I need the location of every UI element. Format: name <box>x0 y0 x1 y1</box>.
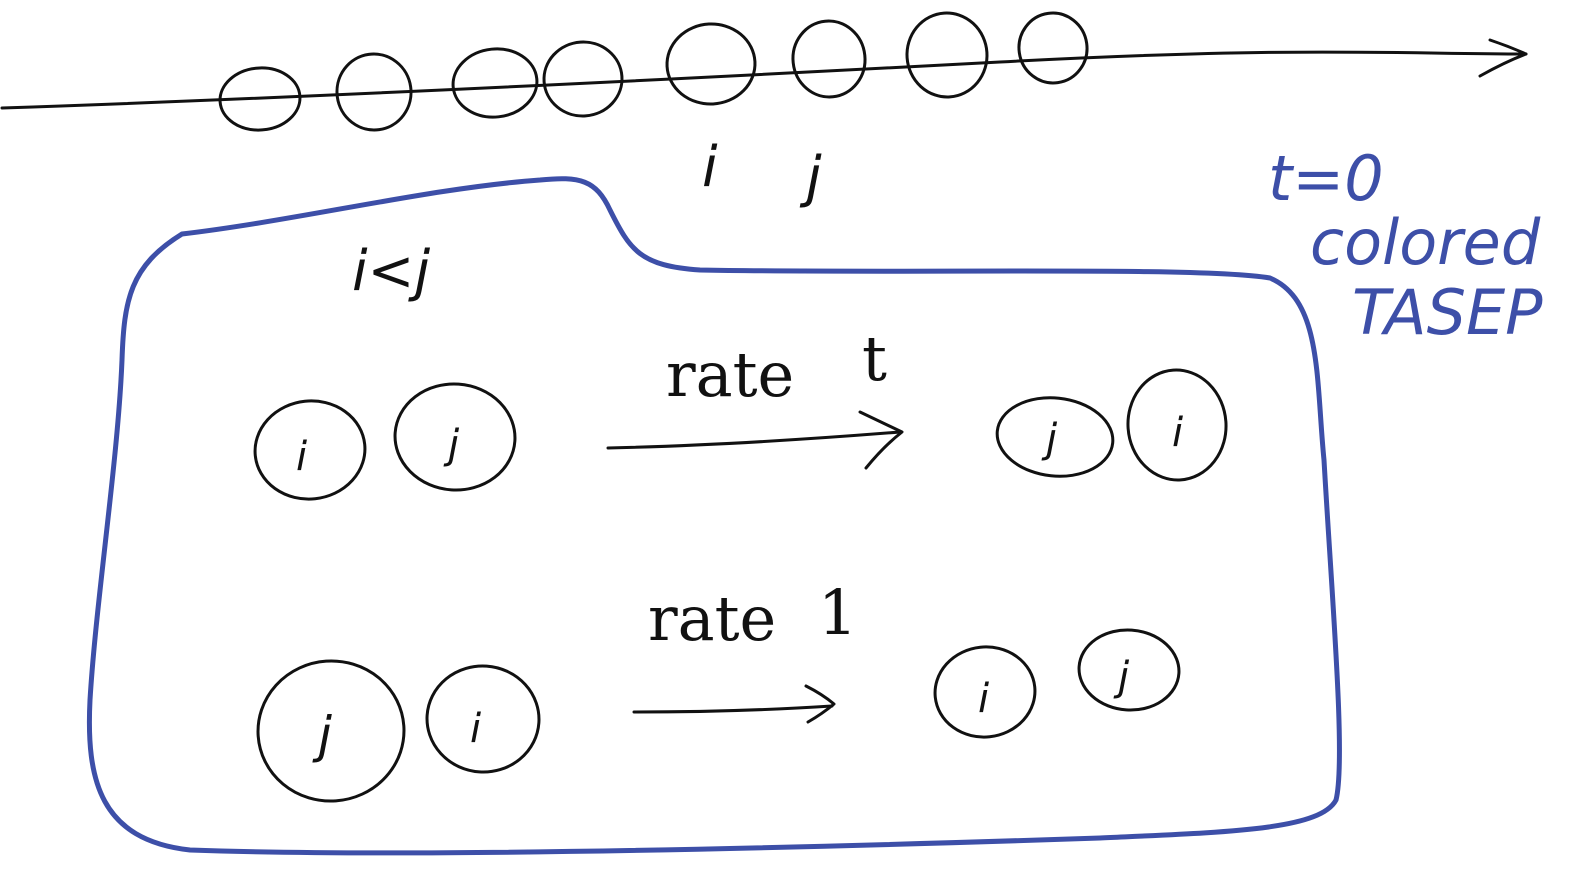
top-label-j: j <box>799 145 822 210</box>
rate-value-t: t <box>862 322 887 395</box>
transition-rate-t: i j rate t j i <box>253 322 1228 501</box>
lattice-particle <box>665 22 757 106</box>
after-particle-right-label: i <box>1172 410 1183 456</box>
transition-arrow <box>606 430 902 450</box>
before-particle-left <box>253 399 367 501</box>
before-particle-right <box>393 382 517 492</box>
condition-label: i<j <box>352 239 430 304</box>
tasep-label: TASEP <box>1352 276 1543 349</box>
rate-prefix: rate <box>648 582 776 655</box>
after-particle-right <box>1126 368 1228 482</box>
lattice-particle <box>451 47 539 119</box>
transition-arrow <box>632 704 834 714</box>
after-particle-left <box>995 396 1115 478</box>
after-particle-left-label: i <box>978 676 989 722</box>
colored-label: colored <box>1310 206 1541 279</box>
tasep-annotation: t=0 colored TASEP <box>1268 142 1543 349</box>
rate-prefix: rate <box>666 338 794 411</box>
lattice-particle <box>791 19 867 99</box>
after-particle-right <box>1077 628 1181 712</box>
transition-arrowhead <box>858 410 904 470</box>
before-particle-right-label: j <box>443 422 460 468</box>
after-particle-left-label: j <box>1041 416 1058 462</box>
lattice-particle <box>1017 11 1089 85</box>
transition-rate-1: j i rate 1 i j <box>256 576 1181 803</box>
rules-outline <box>86 176 1342 856</box>
after-particle-right-label: j <box>1113 654 1130 700</box>
before-particle-left-label: i <box>296 434 307 480</box>
lattice-particle <box>335 52 413 132</box>
lattice-arrowhead <box>1478 38 1528 78</box>
lattice-axis <box>0 50 1528 110</box>
rate-value-1: 1 <box>818 576 857 649</box>
lattice-particle <box>218 66 302 132</box>
before-particle-left-label: j <box>312 706 332 764</box>
lattice-particle <box>542 40 624 118</box>
lattice <box>0 11 1528 132</box>
transition-arrowhead <box>804 684 836 724</box>
t-zero-label: t=0 <box>1268 142 1384 215</box>
before-particle-left <box>256 659 406 803</box>
before-particle-right <box>425 664 541 774</box>
lattice-particle <box>905 11 989 99</box>
before-particle-right-label: i <box>470 706 481 752</box>
after-particle-left <box>933 645 1037 739</box>
top-label-i: i <box>702 135 718 200</box>
